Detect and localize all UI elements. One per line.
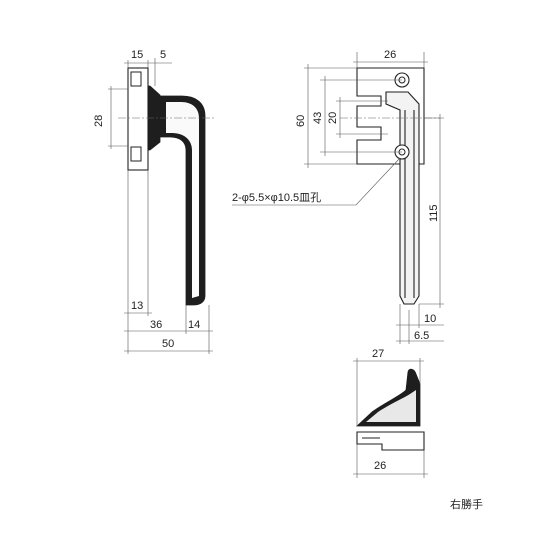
front-screw-slot-top (130, 71, 142, 87)
dim-10: 10 (424, 313, 436, 325)
side-lever-bar (385, 91, 420, 305)
hole-callout: 2-φ5.5×φ10.5皿孔 (232, 191, 321, 204)
caption-right-hand: 右勝手 (450, 497, 483, 511)
front-view: 15 5 28 13 36 14 50 (93, 49, 214, 354)
front-handle-face (166, 102, 199, 298)
dim-15: 15 (131, 49, 143, 61)
dim-115: 115 (428, 204, 440, 222)
dim-13: 13 (131, 300, 143, 312)
bottom-view: 27 26 (353, 348, 428, 478)
dim-26-top: 26 (384, 49, 396, 61)
dim-28: 28 (93, 115, 105, 127)
dim-20: 20 (327, 112, 339, 124)
side-plate-outline (356, 67, 425, 165)
dim-14: 14 (188, 319, 200, 331)
dim-36: 36 (150, 319, 162, 331)
dim-6-5: 6.5 (414, 330, 429, 342)
dim-50: 50 (162, 338, 174, 350)
dim-43: 43 (312, 112, 324, 124)
front-screw-slot-bottom (130, 146, 142, 162)
dim-60: 60 (295, 115, 307, 127)
bottom-plate (356, 431, 425, 451)
dim-26-bottom: 26 (374, 460, 386, 472)
dim-27: 27 (372, 348, 384, 360)
bottom-handle-highlight (366, 390, 416, 422)
dim-5: 5 (160, 49, 166, 61)
side-view: 26 60 43 20 115 10 6.5 2-φ5.5×φ10.5皿孔 (232, 49, 444, 344)
